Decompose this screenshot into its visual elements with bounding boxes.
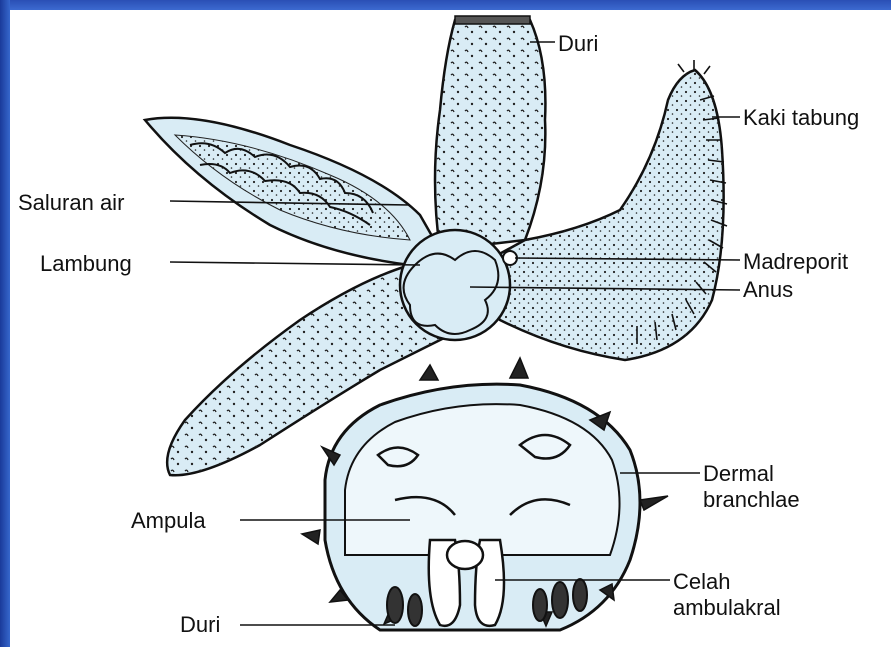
label-anus: Anus: [743, 278, 793, 302]
arm-top: [435, 16, 545, 250]
label-saluran-air: Saluran air: [18, 191, 124, 215]
label-madreporit: Madreporit: [743, 250, 848, 274]
label-celah: Celah: [673, 570, 730, 594]
central-disc: [400, 230, 517, 340]
madreporite-plate: [503, 251, 517, 265]
arm-upper-left: [145, 118, 440, 265]
label-duri-top: Duri: [558, 32, 598, 56]
label-branchlae: branchlae: [703, 488, 800, 512]
label-ampula: Ampula: [131, 509, 206, 533]
label-lambung: Lambung: [40, 252, 132, 276]
label-dermal: Dermal: [703, 462, 774, 486]
diagram-canvas: Duri Kaki tabung Saluran air Lambung Mad…: [10, 10, 891, 647]
label-ambulakral: ambulakral: [673, 596, 781, 620]
arm-cross-section: [302, 358, 668, 630]
slide-frame-left: [0, 0, 10, 647]
label-kaki-tabung: Kaki tabung: [743, 106, 859, 130]
label-duri-bottom: Duri: [180, 613, 220, 637]
slide-frame-top: [0, 0, 891, 10]
